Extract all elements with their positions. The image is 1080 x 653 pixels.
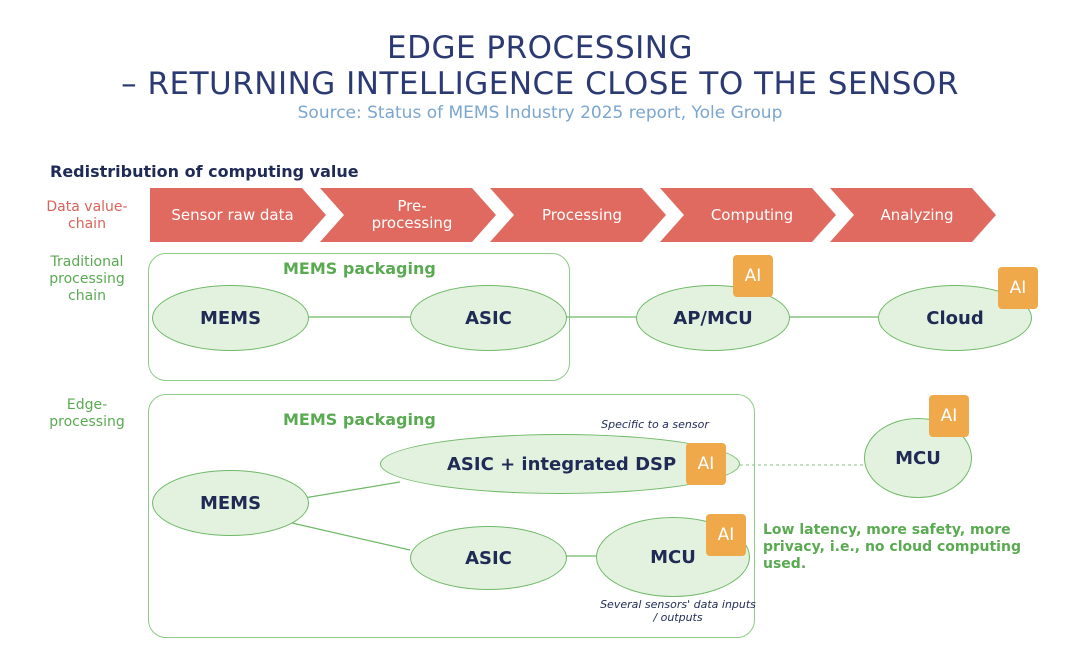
row-label-value-chain: Data value- chain (46, 199, 128, 232)
chevron-processing (490, 188, 666, 242)
chevron-sensor-raw-data (150, 188, 326, 242)
node-mems-traditional: MEMS (152, 285, 309, 351)
note-several-sensors: Several sensors' data inputs / outputs (600, 598, 756, 624)
chevron-label-0: Sensor raw data (171, 205, 294, 224)
row-label-edge: Edge- processing (49, 397, 125, 430)
node-asic-integrated-dsp: ASIC + integrated DSP (380, 434, 740, 494)
row-label-traditional: Traditional processing chain (49, 254, 125, 304)
title-line-2: – RETURNING INTELLIGENCE CLOSE TO THE SE… (121, 66, 959, 102)
node-asic-dsp-label: ASIC + integrated DSP (447, 453, 677, 475)
title-line-1: EDGE PROCESSING (387, 30, 693, 66)
chevron-label-1: Pre- processing (371, 197, 453, 232)
line-mems-asic-edge (291, 522, 411, 551)
chevron-label-4: Analyzing (880, 205, 954, 224)
ai-badge-ap-mcu: AI (733, 255, 773, 297)
value-chain-arrows (150, 188, 996, 242)
ai-badge-mcu-edge: AI (706, 514, 746, 556)
benefit-text: Low latency, more safety, more privacy, … (763, 522, 1021, 572)
node-asic-traditional: ASIC (410, 285, 567, 351)
chevron-label-3: Computing (710, 205, 794, 224)
node-mcu-outer: MCU (864, 418, 972, 498)
node-asic-edge: ASIC (410, 526, 567, 590)
traditional-packaging-label: MEMS packaging (283, 259, 436, 278)
ai-badge-mcu-outer: AI (929, 395, 969, 437)
chevron-computing (660, 188, 836, 242)
section-title: Redistribution of computing value (50, 162, 359, 181)
source-text: Source: Status of MEMS Industry 2025 rep… (297, 103, 783, 123)
note-specific-to-sensor: Specific to a sensor (601, 418, 709, 431)
chevron-pre-processing (320, 188, 496, 242)
ai-badge-dsp: AI (686, 443, 726, 485)
line-mems-dsp (291, 481, 401, 501)
node-mems-edge: MEMS (152, 470, 309, 536)
edge-packaging-label: MEMS packaging (283, 410, 436, 429)
chevron-analyzing (830, 188, 996, 242)
ai-badge-cloud: AI (998, 267, 1038, 309)
chevron-label-2: Processing (541, 205, 623, 224)
